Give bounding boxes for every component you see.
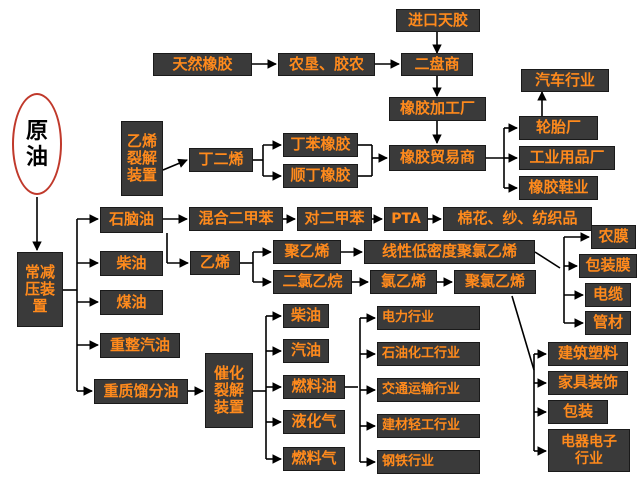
node-dianqi: 电器电子 行业 — [548, 429, 630, 472]
node-ranliaoqi: 燃料气 — [283, 447, 345, 471]
node-shunding: 顺丁橡胶 — [283, 164, 358, 188]
node-erlv: 二氯乙烷 — [273, 270, 352, 294]
node-dianlan: 电缆 — [585, 283, 631, 307]
node-jiaju: 家具装饰 — [548, 371, 628, 395]
node-meiyou: 煤油 — [100, 290, 163, 315]
node-ranliaoyou: 燃料油 — [283, 375, 345, 399]
node-lvyixi: 氯乙烯 — [370, 270, 437, 294]
node-julvyixi: 聚氯乙烯 — [454, 270, 536, 294]
node-dingben: 丁苯橡胶 — [283, 133, 358, 157]
node-jiaotong: 交通运输行业 — [377, 378, 480, 402]
node-juyixi: 聚乙烯 — [273, 240, 341, 264]
node-chaiyou2: 柴油 — [283, 304, 329, 328]
node-nongmo: 农膜 — [591, 225, 636, 249]
node-crude-oil: 原 油 — [12, 93, 62, 195]
node-changjian: 常减 压装 置 — [17, 252, 63, 327]
node-gangtie: 钢铁行业 — [377, 450, 480, 474]
node-qiyou: 汽油 — [283, 339, 329, 363]
node-xiechang: 橡胶鞋业 — [519, 176, 598, 200]
node-xianxing: 线性低密度聚氯乙烯 — [364, 240, 535, 264]
node-qiche: 汽车行业 — [521, 69, 609, 92]
node-tianran: 天然橡胶 — [153, 53, 252, 76]
node-chongzheng: 重整汽油 — [100, 333, 180, 358]
node-gongye: 工业用品厂 — [519, 146, 615, 170]
node-hunhe: 混合二甲苯 — [189, 207, 283, 231]
node-jinkou: 进口天胶 — [396, 9, 480, 32]
node-dianli: 电力行业 — [377, 306, 480, 330]
node-luntai: 轮胎厂 — [519, 116, 598, 140]
node-guancai: 管材 — [585, 311, 631, 335]
node-yehuaqi: 液化气 — [283, 410, 345, 434]
node-nongken: 农垦、胶农 — [278, 53, 375, 76]
node-duierjia: 对二甲苯 — [297, 207, 372, 231]
node-maoyi: 橡胶贸易商 — [389, 145, 486, 171]
node-jiagong: 橡胶加工厂 — [389, 97, 486, 121]
node-zhongzhi: 重质馏分油 — [94, 379, 188, 404]
node-jiancai: 建材轻工行业 — [377, 414, 480, 438]
node-baozhuangmo: 包装膜 — [579, 254, 637, 278]
node-erpan: 二盘商 — [401, 53, 473, 76]
node-baozhuang: 包装 — [548, 400, 608, 424]
node-shinao: 石脑油 — [100, 207, 163, 233]
node-cuihua: 催化 裂解 装置 — [205, 353, 253, 428]
node-dingerxi: 丁二烯 — [189, 148, 253, 172]
node-chaiyou1: 柴油 — [100, 251, 163, 276]
node-yixi-liejie: 乙烯 裂解 装置 — [121, 121, 163, 196]
node-mianhua: 棉花、纱、纺织品 — [443, 207, 592, 231]
node-jianzhu: 建筑塑料 — [548, 342, 628, 366]
node-shiyouhuagong: 石油化工行业 — [377, 342, 480, 366]
node-yixi: 乙烯 — [190, 251, 240, 275]
node-pta: PTA — [384, 207, 428, 231]
